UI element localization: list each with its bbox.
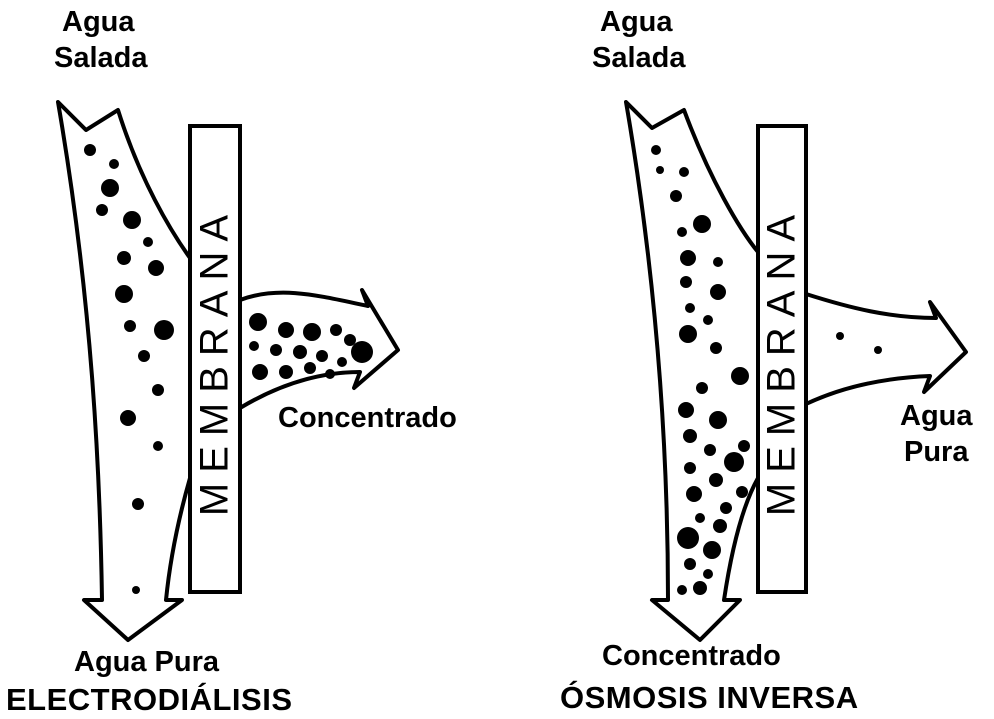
left-membrane [188,124,242,594]
left-particles [84,144,373,594]
right-membrane-label: MEMBRANA [759,204,804,517]
left-membrane-label: MEMBRANA [192,204,237,517]
left-input-label-line2: Salada [54,42,148,74]
right-panel-title: ÓSMOSIS INVERSA [560,680,859,715]
right-particles [651,145,882,595]
right-input-label-line2: Salada [592,42,686,74]
right-side-output-label-line2: Pura [904,436,969,468]
left-bottom-output-label: Agua Pura [74,646,220,678]
left-panel-title: ELECTRODIÁLISIS [6,682,293,717]
right-bottom-output-label: Concentrado [602,640,781,672]
left-flow-arrow [56,100,400,642]
left-side-output-label: Concentrado [278,402,457,434]
left-input-label-line1: Agua [62,6,135,38]
right-membrane [756,124,808,594]
right-side-output-label-line1: Agua [900,400,973,432]
right-input-label-line1: Agua [600,6,673,38]
